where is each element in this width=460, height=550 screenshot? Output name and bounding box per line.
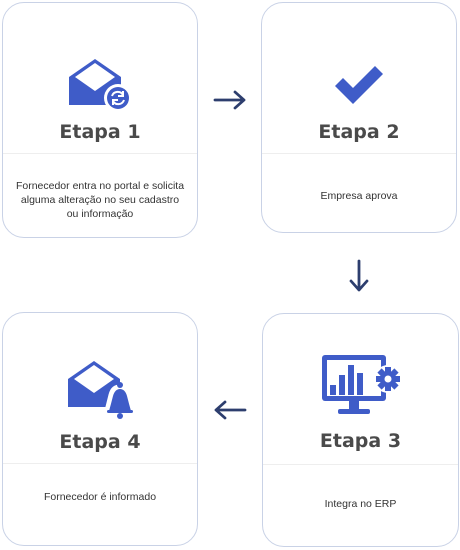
step-card-2: Etapa 2 Empresa aprova xyxy=(261,2,457,233)
step-title: Etapa 3 xyxy=(319,430,402,452)
checkmark-icon xyxy=(262,55,456,115)
card-divider xyxy=(262,153,456,154)
card-divider xyxy=(3,463,197,464)
envelope-sync-icon xyxy=(3,55,197,115)
card-divider xyxy=(3,153,197,154)
step-description: Empresa aprova xyxy=(320,190,398,202)
step-description: Fornecedor entra no portal e solicita al… xyxy=(15,180,185,220)
arrow-down-icon xyxy=(349,259,369,292)
step-title: Etapa 1 xyxy=(59,121,141,143)
step-title: Etapa 4 xyxy=(59,431,141,453)
step-description: Fornecedor é informado xyxy=(43,491,157,503)
arrow-right-icon xyxy=(213,90,246,110)
arrow-left-icon xyxy=(214,400,247,420)
card-divider xyxy=(263,464,458,465)
monitor-chart-gear-icon xyxy=(263,355,458,416)
step-description: Integra no ERP xyxy=(324,498,397,510)
step-title: Etapa 2 xyxy=(318,121,400,143)
step-card-1: Etapa 1 Fornecedor entra no portal e sol… xyxy=(2,2,198,238)
step-card-4: Etapa 4 Fornecedor é informado xyxy=(2,312,198,546)
envelope-bell-icon xyxy=(3,358,197,419)
step-card-3: Etapa 3 Integra no ERP xyxy=(262,313,459,547)
